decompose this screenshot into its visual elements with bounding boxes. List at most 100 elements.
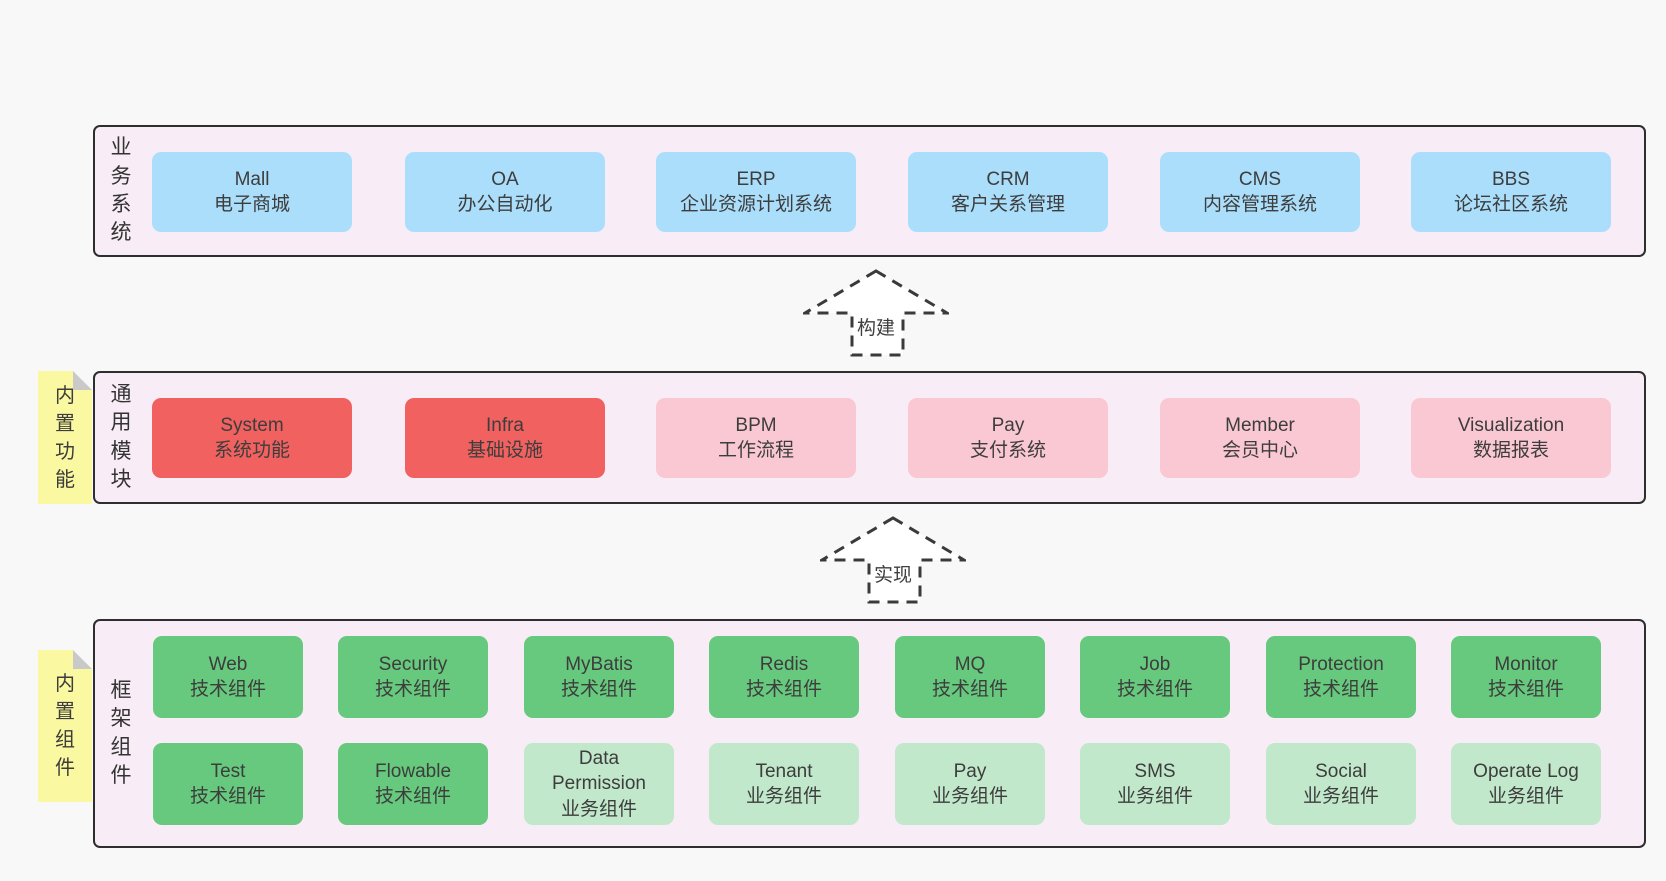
box-social: Social 业务组件 bbox=[1266, 743, 1416, 825]
dashed-up-arrow-icon bbox=[820, 516, 966, 604]
box-zh: 业务组件 bbox=[1302, 786, 1379, 807]
box-en: Infra bbox=[485, 414, 525, 436]
box-zh: 数据报表 bbox=[1472, 440, 1549, 461]
box-oa: OA 办公自动化 bbox=[405, 152, 605, 232]
box-zh: 业务组件 bbox=[1116, 786, 1193, 807]
box-en: Security bbox=[378, 653, 448, 675]
sticky-note-builtin-components: 内置组件 bbox=[38, 650, 92, 802]
box-en: Operate Log bbox=[1473, 760, 1579, 782]
box-zh: 技术组件 bbox=[745, 679, 822, 700]
box-zh: 技术组件 bbox=[374, 786, 451, 807]
box-zh: 论坛社区系统 bbox=[1453, 194, 1568, 215]
box-data-permission: Data Permission 业务组件 bbox=[524, 743, 674, 825]
box-en: BPM bbox=[735, 414, 777, 436]
box-zh: 电子商城 bbox=[213, 194, 290, 215]
box-en: Social bbox=[1315, 760, 1367, 782]
box-en: BBS bbox=[1491, 168, 1531, 190]
panel-framework-components: 框架组件 Web 技术组件 Security 技术组件 MyBatis 技术组件… bbox=[93, 619, 1646, 848]
box-en: Pay bbox=[991, 414, 1025, 436]
box-mq: MQ 技术组件 bbox=[895, 636, 1045, 718]
box-visualization: Visualization 数据报表 bbox=[1411, 398, 1611, 478]
box-bbs: BBS 论坛社区系统 bbox=[1411, 152, 1611, 232]
box-zh: 内容管理系统 bbox=[1202, 194, 1317, 215]
box-security: Security 技术组件 bbox=[338, 636, 488, 718]
box-sms: SMS 业务组件 bbox=[1080, 743, 1230, 825]
box-en: Mall bbox=[234, 168, 270, 190]
box-zh: 技术组件 bbox=[189, 786, 266, 807]
note-label: 内置组件 bbox=[55, 673, 75, 779]
box-zh: 技术组件 bbox=[1116, 679, 1193, 700]
box-en: Visualization bbox=[1457, 414, 1565, 436]
box-zh: 业务组件 bbox=[560, 798, 637, 820]
box-erp: ERP 企业资源计划系统 bbox=[656, 152, 856, 232]
box-monitor: Monitor 技术组件 bbox=[1451, 636, 1601, 718]
box-flowable: Flowable 技术组件 bbox=[338, 743, 488, 825]
box-en: ERP bbox=[736, 168, 776, 190]
box-job: Job 技术组件 bbox=[1080, 636, 1230, 718]
row-label-business-systems: 业务系统 bbox=[110, 136, 132, 245]
box-en: CRM bbox=[986, 168, 1030, 190]
box-zh: 业务组件 bbox=[931, 786, 1008, 807]
arrow-label: 构建 bbox=[856, 318, 895, 339]
note-fold-corner bbox=[73, 650, 92, 669]
box-zh: 客户关系管理 bbox=[950, 194, 1065, 215]
box-zh: 办公自动化 bbox=[457, 194, 553, 215]
box-bpm: BPM 工作流程 bbox=[656, 398, 856, 478]
box-en: Protection bbox=[1298, 653, 1384, 675]
box-en: Web bbox=[208, 653, 248, 675]
box-zh: 技术组件 bbox=[1302, 679, 1379, 700]
box-operate-log: Operate Log 业务组件 bbox=[1451, 743, 1601, 825]
arrow-build: 构建 bbox=[803, 268, 949, 358]
box-zh: 技术组件 bbox=[560, 679, 637, 700]
box-zh: 基础设施 bbox=[466, 440, 543, 461]
box-en: Tenant bbox=[755, 760, 813, 782]
box-protection: Protection 技术组件 bbox=[1266, 636, 1416, 718]
box-en: Job bbox=[1139, 653, 1171, 675]
box-en: MQ bbox=[954, 653, 986, 675]
row-label-framework-components: 框架组件 bbox=[110, 678, 132, 787]
sticky-note-builtin-features: 内置功能 bbox=[38, 371, 92, 504]
box-en: Data Permission bbox=[552, 748, 646, 795]
arrow-implement: 实现 bbox=[820, 515, 966, 605]
box-en: SMS bbox=[1134, 760, 1176, 782]
box-zh: 技术组件 bbox=[374, 679, 451, 700]
box-zh: 会员中心 bbox=[1221, 440, 1298, 461]
arrow-label: 实现 bbox=[873, 565, 912, 586]
box-en: Member bbox=[1225, 414, 1295, 436]
box-zh: 技术组件 bbox=[1487, 679, 1564, 700]
box-tenant: Tenant 业务组件 bbox=[709, 743, 859, 825]
box-redis: Redis 技术组件 bbox=[709, 636, 859, 718]
box-test: Test 技术组件 bbox=[153, 743, 303, 825]
box-en: CMS bbox=[1238, 168, 1282, 190]
box-crm: CRM 客户关系管理 bbox=[908, 152, 1108, 232]
box-member: Member 会员中心 bbox=[1160, 398, 1360, 478]
box-en: Test bbox=[210, 760, 246, 782]
box-en: Monitor bbox=[1494, 653, 1558, 675]
box-en: Pay bbox=[953, 760, 987, 782]
note-label: 内置功能 bbox=[55, 384, 75, 491]
dashed-up-arrow-icon bbox=[803, 269, 949, 357]
box-zh: 业务组件 bbox=[1487, 786, 1564, 807]
panel-business-systems: 业务系统 Mall 电子商城 OA 办公自动化 ERP 企业资源计划系统 CRM… bbox=[93, 125, 1646, 257]
box-en: Flowable bbox=[374, 760, 452, 782]
box-pay-module: Pay 支付系统 bbox=[908, 398, 1108, 478]
box-zh: 业务组件 bbox=[745, 786, 822, 807]
box-en: System bbox=[220, 414, 284, 436]
box-zh: 技术组件 bbox=[189, 679, 266, 700]
note-fold-corner bbox=[73, 371, 92, 390]
box-infra: Infra 基础设施 bbox=[405, 398, 605, 478]
box-cms: CMS 内容管理系统 bbox=[1160, 152, 1360, 232]
box-en: Redis bbox=[759, 653, 809, 675]
row-label-common-modules: 通用模块 bbox=[110, 382, 132, 491]
box-zh: 企业资源计划系统 bbox=[679, 194, 832, 215]
box-pay-component: Pay 业务组件 bbox=[895, 743, 1045, 825]
box-mybatis: MyBatis 技术组件 bbox=[524, 636, 674, 718]
box-zh: 系统功能 bbox=[213, 440, 290, 461]
box-zh: 技术组件 bbox=[931, 679, 1008, 700]
box-en: MyBatis bbox=[565, 653, 633, 675]
box-en: OA bbox=[491, 168, 519, 190]
box-mall: Mall 电子商城 bbox=[152, 152, 352, 232]
box-zh: 工作流程 bbox=[717, 440, 794, 461]
box-web: Web 技术组件 bbox=[153, 636, 303, 718]
